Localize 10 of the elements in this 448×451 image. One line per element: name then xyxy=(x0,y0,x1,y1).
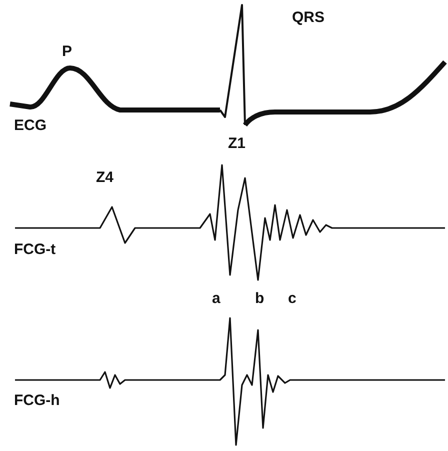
trace-label: FCG-t xyxy=(14,242,56,257)
component-label: c xyxy=(288,291,296,306)
sound-label: Z4 xyxy=(96,170,114,185)
wave-label: P xyxy=(62,44,72,59)
component-label: b xyxy=(255,291,264,306)
component-label: a xyxy=(212,291,220,306)
sound-label: Z1 xyxy=(228,136,246,151)
trace-label: ECG xyxy=(14,118,47,133)
trace-label: FCG-h xyxy=(14,393,60,408)
wave-label: QRS xyxy=(292,10,325,25)
